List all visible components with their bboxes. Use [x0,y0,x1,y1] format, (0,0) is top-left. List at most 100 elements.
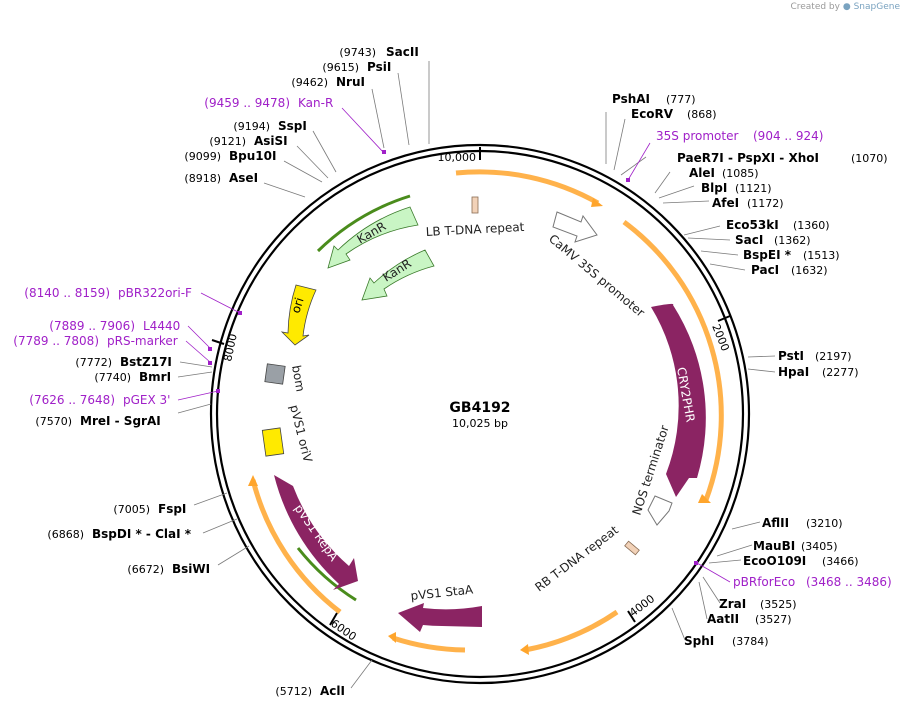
site-ecorv[interactable]: EcoRV(868) [631,107,717,121]
cry2phr-arrow [651,303,706,497]
site-position: (8918) [184,172,221,185]
site-fspi[interactable]: (7005)FspI [113,502,186,516]
site-asisi[interactable]: (9121)AsiSI [209,134,287,148]
primer-range: (7626 .. 7648) [29,393,115,407]
primer-range: (8140 .. 8159) [24,286,110,300]
green-arc [316,194,411,253]
site-position: (7740) [94,371,131,384]
site-sspi[interactable]: (9194)SspI [233,119,306,133]
primer-name: pBR322ori-F [118,286,192,300]
primer-prs-marker[interactable]: (7789 .. 7808)pRS-marker [13,334,177,348]
arc-arrowhead [520,644,529,655]
site-paci[interactable]: PacI(1632) [751,263,828,277]
orange-arc [622,219,724,501]
arc-layer [248,169,724,655]
primer-name: 35S promoter [656,129,738,143]
primer-name: L4440 [143,319,180,333]
tick-4000: 4000 [627,592,657,623]
site-bmri[interactable]: (7740)BmrI [94,370,171,384]
primer-range: (9459 .. 9478) [204,96,290,110]
primer-kan-r[interactable]: (9459 .. 9478)Kan-R [204,96,333,110]
primer-pbrforeco[interactable]: pBRforEco (3468 .. 3486) [733,575,892,589]
site-bspdi-clai[interactable]: (6868)BspDI * - ClaI * [47,527,191,541]
feature-label: pVS1 StaA [410,582,475,603]
site-bsiwi[interactable]: (6672)BsiWI [127,562,210,576]
tick-label: 10,000 [438,151,477,164]
site-name: AflII [762,516,789,530]
site-position: (1070) [851,152,888,165]
feature-label: LB T-DNA repeat [425,220,525,239]
site-hpai[interactable]: HpaI(2277) [778,365,859,379]
primer-35s-promoter[interactable]: 35S promoter(904 .. 924) [656,129,823,143]
primer-range: (3468 .. 3486) [806,575,892,589]
site-name: SphI [684,634,714,648]
feature-ori: ori [280,284,317,346]
site-psii[interactable]: (9615)PsiI [322,60,391,74]
orange-arc [250,479,342,614]
site-bpu10i[interactable]: (9099)Bpu10I [184,149,276,163]
primer-l4440[interactable]: (7889 .. 7906)L4440 [49,319,180,333]
site-asei[interactable]: (8918)AseI [184,171,258,185]
site-zrai[interactable]: ZraI(3525) [719,597,797,611]
primer-markers [208,150,698,565]
site-blpi[interactable]: BlpI (1121) [701,181,772,195]
site-position: (1121) [735,182,772,195]
plasmid-length: 10,025 bp [452,417,508,430]
site-position: (3525) [760,598,797,611]
orange-arc [392,635,466,653]
kanr-arrow [327,206,419,269]
site-afei[interactable]: AfeI(1172) [712,196,784,210]
site-sphi[interactable]: SphI(3784) [684,634,769,648]
site-name: PacI [751,263,779,277]
site-aflii[interactable]: AflII(3210) [762,516,843,530]
site-name: AleI [689,166,715,180]
primer-name: pBRforEco [733,575,795,589]
primer-pgex-3[interactable]: (7626 .. 7648)pGEX 3' [29,393,170,407]
site-ecoo109i[interactable]: EcoO109I(3466) [743,554,859,568]
arc-arrowhead [698,494,711,503]
site-position: (1362) [774,234,811,247]
site-nrui[interactable]: (9462)NruI [291,75,365,89]
site-position: (777) [666,93,696,106]
feature-pvs1-oriv: pVS1 oriV [261,403,315,464]
site-name: BspEI * [743,248,792,262]
feature-label: ori [289,296,307,315]
site-sacii[interactable]: (9743)SacII [339,45,418,59]
site-aatii[interactable]: AatII(3527) [707,612,792,626]
tick-8000: 8000 [211,333,240,363]
lb-repeat-box [471,196,479,214]
site-bspei[interactable]: BspEI *(1513) [743,248,840,262]
site-paer7i-pspxi-xhoi[interactable]: PaeR7I - PspXI - XhoI(1070) [677,151,888,165]
plasmid-name: GB4192 [449,400,510,416]
ori-arrow [280,284,317,346]
feature-label: KanR [355,219,389,247]
backbone-outer-ring [209,143,751,685]
site-pshai[interactable]: PshAI (777) [612,92,696,106]
site-name: PshAI [612,92,650,106]
site-name: BlpI [701,181,727,195]
site-eco53ki[interactable]: Eco53kI(1360) [726,218,830,232]
feature-kanr-2: KanR [361,249,435,301]
site-alei[interactable]: AleI (1085) [689,166,759,180]
site-leader-lines [177,61,776,689]
feature-pvs1-repa: pVS1 RepA [274,475,358,590]
site-name: AclI [320,684,345,698]
site-psti[interactable]: PstI(2197) [778,349,852,363]
primer-pbr322ori-f[interactable]: (8140 .. 8159) pBR322ori-F [24,286,192,300]
site-name: AfeI [712,196,739,210]
orange-arc [455,169,600,206]
site-mrei-sgrai[interactable]: (7570)MreI - SgrAI [35,414,160,428]
site-position: (3527) [755,613,792,626]
site-saci[interactable]: SacI(1362) [735,233,811,247]
site-position: (1085) [722,167,759,180]
primer-leader-lines [177,107,731,583]
site-name: MauBI [753,539,795,553]
feature-label: RB T-DNA repeat [532,523,621,595]
site-name: BstZ17I [120,355,172,369]
site-bstz17i[interactable]: (7772)BstZ17I [75,355,171,369]
feature-lb-repeat: LB T-DNA repeat [425,196,525,239]
green-arc [296,547,357,602]
arc-arrowhead [591,198,603,207]
site-maubi[interactable]: MauBI(3405) [753,539,838,553]
site-acli[interactable]: (5712)AclI [275,684,345,698]
